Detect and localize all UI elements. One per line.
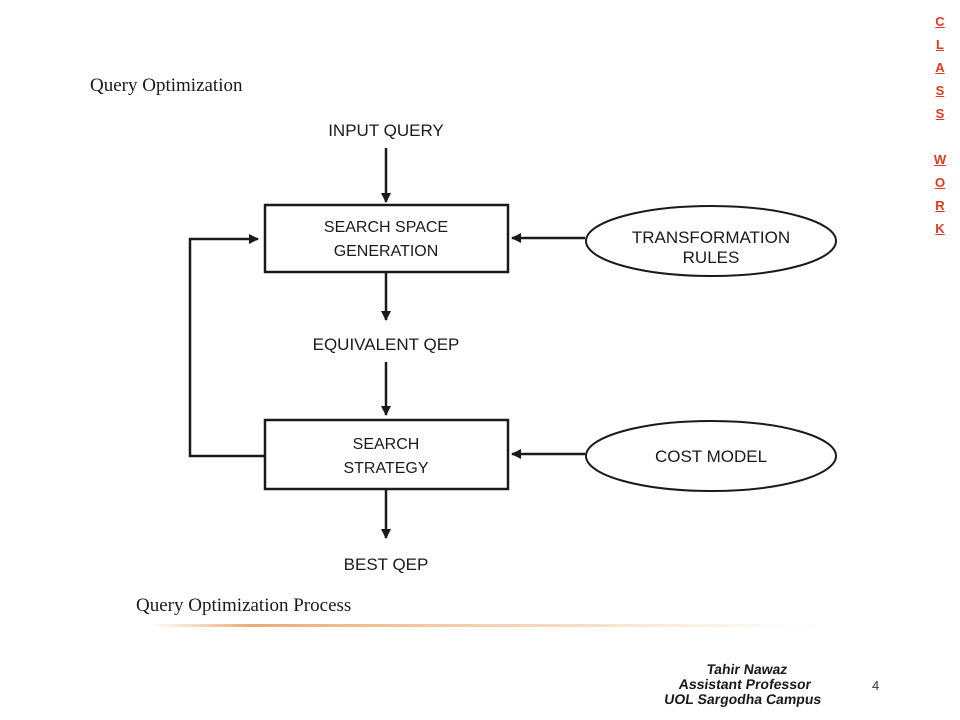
arrow-feedback-loop — [188, 234, 265, 458]
decorative-rule — [150, 624, 830, 627]
side-letter: S — [935, 106, 945, 121]
search-space-generation-box — [263, 203, 510, 274]
cost-model-ellipse — [585, 420, 837, 492]
transformation-rules-line2: RULES — [683, 248, 740, 267]
page-number: 4 — [872, 678, 880, 693]
side-letter: C — [935, 14, 945, 29]
search-space-generation-line2: GENERATION — [334, 243, 439, 260]
diagram-title: Query Optimization — [90, 75, 243, 96]
author-campus: UOL Sargodha Campus — [663, 691, 823, 707]
node-input-query: INPUT QUERY — [328, 121, 444, 140]
author-title: Assistant Professor — [677, 676, 813, 692]
side-letter: R — [935, 198, 945, 213]
search-strategy-line2: STRATEGY — [343, 460, 428, 477]
node-cost-model: COST MODEL — [655, 447, 767, 466]
transformation-rules-line1: TRANSFORMATION — [632, 228, 790, 247]
side-letter: W — [933, 152, 947, 167]
author-signature: Tahir Nawaz Assistant Professor UOL Sarg… — [637, 661, 853, 707]
search-strategy-line1: SEARCH — [353, 436, 420, 453]
transformation-rules-ellipse — [585, 205, 837, 277]
class-work-vertical-label: C L A S S W O R K — [926, 10, 954, 240]
search-strategy-box — [263, 418, 510, 491]
node-equivalent-qep: EQUIVALENT QEP — [313, 335, 460, 354]
search-space-generation-line1: SEARCH SPACE — [324, 219, 448, 236]
side-letter: K — [935, 221, 945, 236]
side-letter: L — [936, 37, 944, 52]
side-letter: A — [935, 60, 945, 75]
diagram-caption: Query Optimization Process — [136, 595, 351, 616]
side-letter: O — [934, 175, 946, 190]
node-best-qep: BEST QEP — [344, 555, 429, 574]
side-letter: S — [935, 83, 945, 98]
author-name: Tahir Nawaz — [705, 661, 789, 677]
